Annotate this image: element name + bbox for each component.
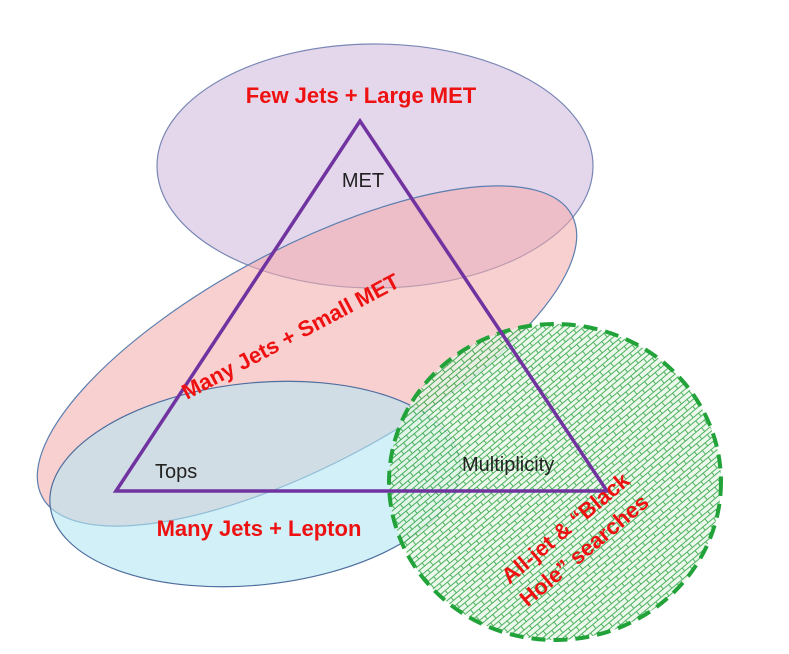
all-jet-black-hole-region [387, 322, 723, 642]
vertex-label-multiplicity: Multiplicity [462, 454, 554, 476]
label-few-jets-large-met: Few Jets + Large MET [246, 83, 477, 108]
vertex-label-met: MET [342, 170, 384, 192]
signature-triangle [112, 117, 611, 493]
vertex-label-tops: Tops [155, 461, 197, 483]
label-many-jets-lepton: Many Jets + Lepton [157, 516, 362, 541]
